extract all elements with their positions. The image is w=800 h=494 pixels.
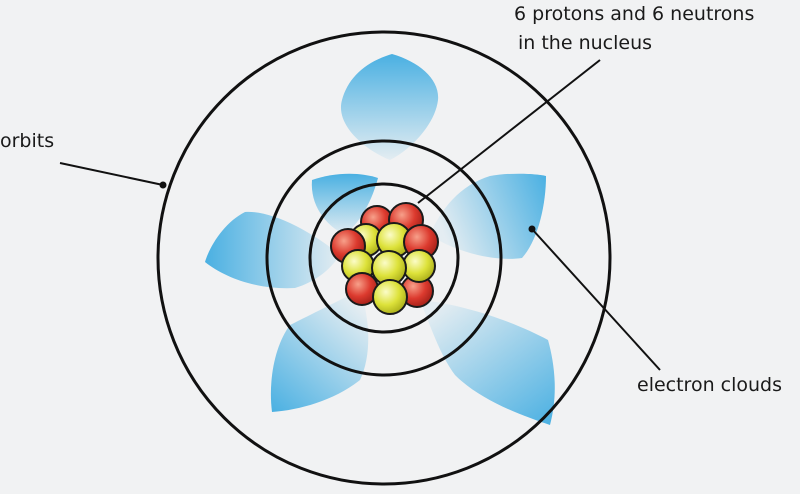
nucleus [330, 202, 439, 315]
electron-cloud-bottom-right [420, 300, 555, 425]
electron-cloud-right [430, 173, 546, 259]
neutron [372, 279, 408, 315]
electron-cloud-left [205, 211, 340, 289]
orbits-leader-line [59, 162, 164, 186]
neutron [402, 249, 436, 283]
electron-cloud-top [340, 54, 439, 160]
nucleus-label-line1: 6 protons and 6 neutrons [514, 3, 755, 25]
outer-orbit [156, 30, 612, 486]
electron-clouds-label: electron clouds [637, 374, 783, 396]
orbits-leader-dot [159, 181, 167, 189]
orbits-label: orbits [0, 130, 55, 152]
nucleus-ring [308, 182, 460, 334]
nucleus-label-line2: in the nucleus [518, 32, 653, 54]
inner-orbit [265, 139, 503, 377]
nucleus-leader-line [417, 59, 601, 204]
electron-cloud-bottom-left [270, 290, 369, 412]
electron-cloud-upper-left [311, 173, 378, 235]
electron-clouds-leader-line [531, 228, 661, 371]
electron-clouds-leader-dot [528, 225, 536, 233]
